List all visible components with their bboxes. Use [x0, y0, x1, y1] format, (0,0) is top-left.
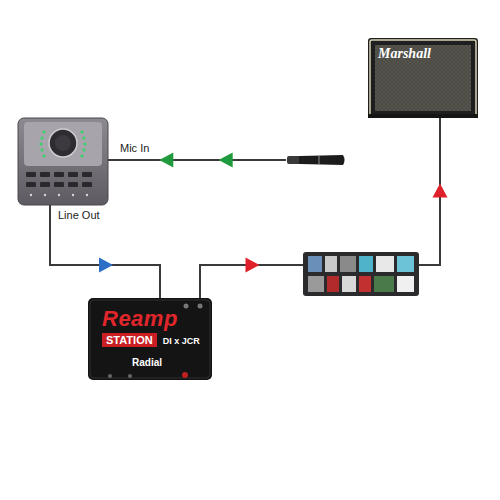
- pedalboard-illustration: [303, 252, 419, 296]
- reamp-out-cable: [200, 265, 303, 298]
- arrow-head: [246, 258, 260, 273]
- product-model: STATION: [102, 333, 157, 347]
- reamp-station-node: ReampSTATION DI x JCR Radial: [88, 298, 212, 380]
- reamp-illustration: [88, 298, 212, 380]
- product-variant: DI x JCR: [163, 336, 200, 346]
- brand-logo: Marshall: [378, 46, 431, 62]
- port-label: Mic In: [118, 142, 151, 154]
- port-label: Line Out: [56, 209, 102, 221]
- microphone-illustration: [287, 155, 345, 165]
- amp-illustration: [368, 38, 478, 118]
- arrow-head: [159, 153, 173, 168]
- arrow-head: [99, 258, 113, 273]
- microphone-node: [286, 153, 346, 167]
- line-out-cable: [50, 205, 160, 298]
- mic-cable: [108, 159, 286, 161]
- brand-logo: Radial: [132, 357, 200, 368]
- product-name: Reamp: [102, 308, 200, 330]
- interface-illustration: [18, 118, 108, 205]
- interface-node: [18, 118, 108, 205]
- pedalboard-node: [303, 252, 419, 296]
- amp-node: Marshall: [368, 38, 478, 118]
- arrow-head: [433, 184, 448, 198]
- arrow-head: [219, 153, 233, 168]
